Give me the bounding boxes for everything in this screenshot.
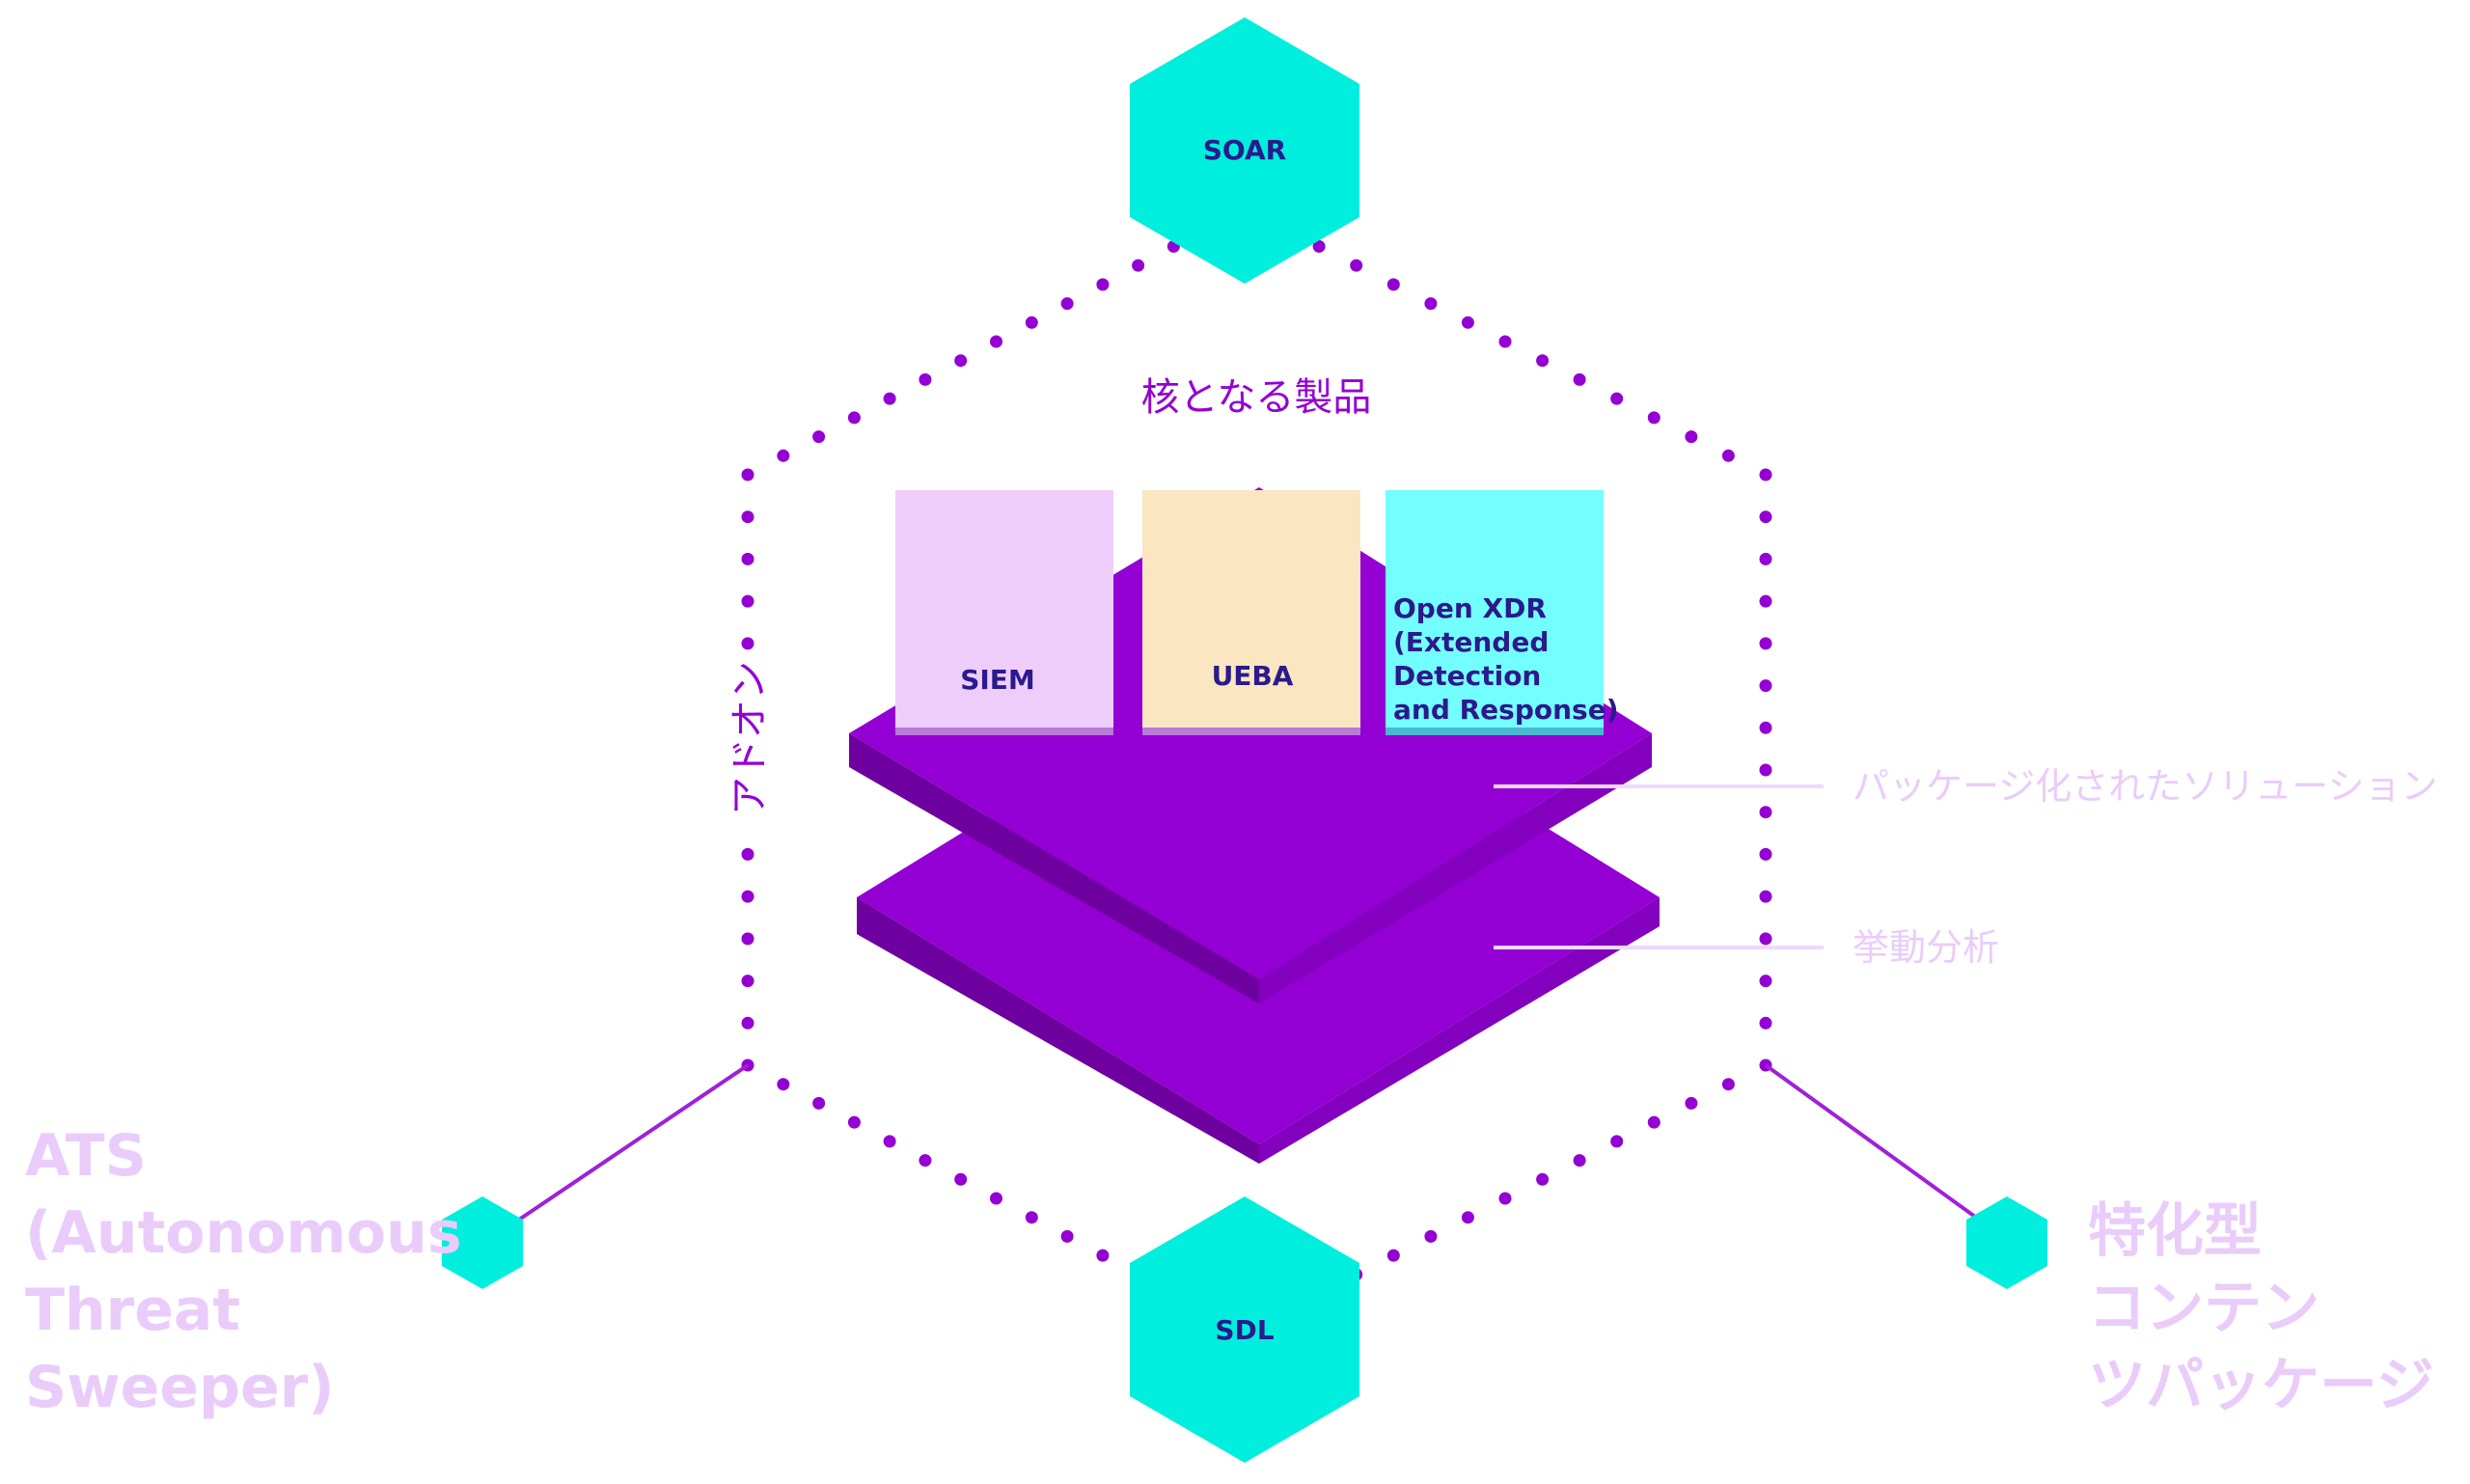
dotted-outline-dot	[1647, 1115, 1660, 1129]
specialized-line-1: 特化型	[2088, 1197, 2262, 1265]
dotted-outline-dot	[1350, 259, 1363, 272]
hexagon-node-icon-left	[442, 1196, 523, 1289]
dotted-outline-dot	[1424, 297, 1438, 311]
ats-line-2: (Autonomous	[25, 1199, 462, 1267]
dotted-outline-dot	[1685, 430, 1698, 444]
dotted-outline-dot	[741, 932, 755, 946]
dotted-outline-dot	[1573, 372, 1586, 386]
xdr-line-2: (Extended	[1393, 626, 1549, 658]
dotted-outline-dot	[777, 449, 790, 462]
dotted-outline-dot	[847, 411, 861, 425]
open-xdr-card: Open XDR (Extended Detection and Respons…	[1386, 490, 1619, 735]
hexagon-node-icon-right	[1966, 1196, 2047, 1289]
siem-label: SIEM	[960, 664, 1035, 696]
dotted-outline-dot	[1759, 847, 1772, 861]
dotted-outline-dot	[1312, 239, 1326, 253]
dotted-outline-dot	[1721, 1078, 1735, 1091]
dotted-outline-dot	[741, 510, 755, 524]
dotted-outline-dot	[1759, 510, 1772, 524]
dotted-outline-dot	[741, 468, 755, 481]
sdl-hexagon: SDL	[1130, 1196, 1359, 1463]
dotted-outline-dot	[954, 354, 968, 368]
dotted-outline-dot	[1536, 354, 1550, 368]
dotted-outline-dot	[1424, 1229, 1438, 1243]
dotted-outline-dot	[1685, 1096, 1698, 1110]
dotted-outline-dot	[1096, 1249, 1110, 1262]
dotted-outline-dot	[777, 1078, 790, 1091]
dotted-outline-dot	[1759, 552, 1772, 565]
dotted-outline-dot	[741, 890, 755, 903]
dotted-outline-dot	[1759, 890, 1772, 903]
dotted-outline-dot	[1025, 316, 1038, 329]
right-connector-line	[1764, 1063, 1984, 1223]
dotted-outline-dot	[812, 1096, 826, 1110]
ats-label: ATS (Autonomous Threat Sweeper)	[25, 1122, 481, 1421]
xdr-line-4: and Response)	[1393, 694, 1619, 726]
dotted-outline-dot	[1096, 278, 1110, 291]
dotted-outline-dot	[1759, 594, 1772, 608]
dotted-outline-dot	[741, 975, 755, 988]
open-xdr-label: Open XDR (Extended Detection and Respons…	[1393, 592, 1619, 726]
dotted-outline-dot	[1759, 468, 1772, 481]
ueba-label: UEBA	[1212, 660, 1294, 692]
dotted-outline-dot	[1610, 1135, 1624, 1148]
dotted-outline-dot	[741, 637, 755, 650]
dotted-outline-dot	[741, 594, 755, 608]
dotted-outline-dot	[919, 1154, 932, 1168]
dotted-outline-dot	[919, 372, 932, 386]
addon-label: アドオン	[727, 661, 772, 815]
specialized-line-2: コンテン	[2088, 1275, 2319, 1342]
dotted-outline-dot	[1759, 975, 1772, 988]
dotted-outline-dot	[990, 335, 1002, 348]
ats-line-1: ATS	[25, 1122, 147, 1190]
dotted-outline-dot	[812, 430, 826, 444]
dotted-outline-dot	[1386, 278, 1400, 291]
dotted-outline-dot	[1759, 679, 1772, 693]
soar-label: SOAR	[1203, 134, 1286, 166]
dotted-outline-dot	[1759, 763, 1772, 777]
dotted-outline-dot	[990, 1192, 1002, 1205]
dotted-outline-dot	[1498, 1192, 1512, 1205]
left-connector-line	[514, 1063, 750, 1223]
siem-card: SIEM	[895, 490, 1113, 735]
dotted-outline-dot	[1132, 259, 1145, 272]
dotted-outline-dot	[1025, 1211, 1038, 1224]
dotted-outline-dot	[1610, 392, 1624, 405]
dotted-outline-dot	[1721, 449, 1735, 462]
specialized-content-label: 特化型 コンテン ツパッケージ	[2088, 1197, 2434, 1419]
dotted-outline-dot	[1759, 806, 1772, 819]
sdl-label: SDL	[1215, 1314, 1274, 1346]
soar-hexagon: SOAR	[1130, 17, 1359, 284]
dotted-outline-dot	[1759, 932, 1772, 946]
dotted-outline-dot	[1536, 1172, 1550, 1186]
dotted-outline-dot	[954, 1172, 968, 1186]
dotted-outline-dot	[847, 1115, 861, 1129]
packaged-solution-label: パッケージ化されたソリューション	[1852, 765, 2437, 808]
ats-line-3: Threat	[25, 1277, 240, 1344]
ueba-card: UEBA	[1142, 490, 1360, 735]
dotted-outline-dot	[1759, 637, 1772, 650]
dotted-outline-dot	[1461, 1211, 1474, 1224]
dotted-outline-dot	[1461, 316, 1474, 329]
dotted-outline-dot	[1647, 411, 1660, 425]
xdr-line-1: Open XDR	[1393, 592, 1547, 624]
specialized-line-3: ツパッケージ	[2088, 1352, 2434, 1419]
core-products-label: 核となる製品	[1141, 375, 1372, 420]
ats-line-4: Sweeper)	[25, 1354, 335, 1421]
dotted-outline-dot	[1386, 1249, 1400, 1262]
dotted-outline-dot	[741, 1016, 755, 1030]
dotted-outline-dot	[1759, 721, 1772, 734]
dotted-outline-dot	[1060, 1229, 1074, 1243]
behavior-analysis-label: 挙動分析	[1852, 926, 1999, 969]
dotted-outline-dot	[1498, 335, 1512, 348]
dotted-outline-dot	[883, 1135, 896, 1148]
dotted-outline-dot	[1060, 297, 1074, 311]
dotted-outline-dot	[883, 392, 896, 405]
xdr-line-3: Detection	[1393, 660, 1541, 692]
dotted-outline-dot	[1573, 1154, 1586, 1168]
dotted-outline-dot	[741, 552, 755, 565]
dotted-outline-dot	[741, 847, 755, 861]
dotted-outline-dot	[1759, 1016, 1772, 1030]
